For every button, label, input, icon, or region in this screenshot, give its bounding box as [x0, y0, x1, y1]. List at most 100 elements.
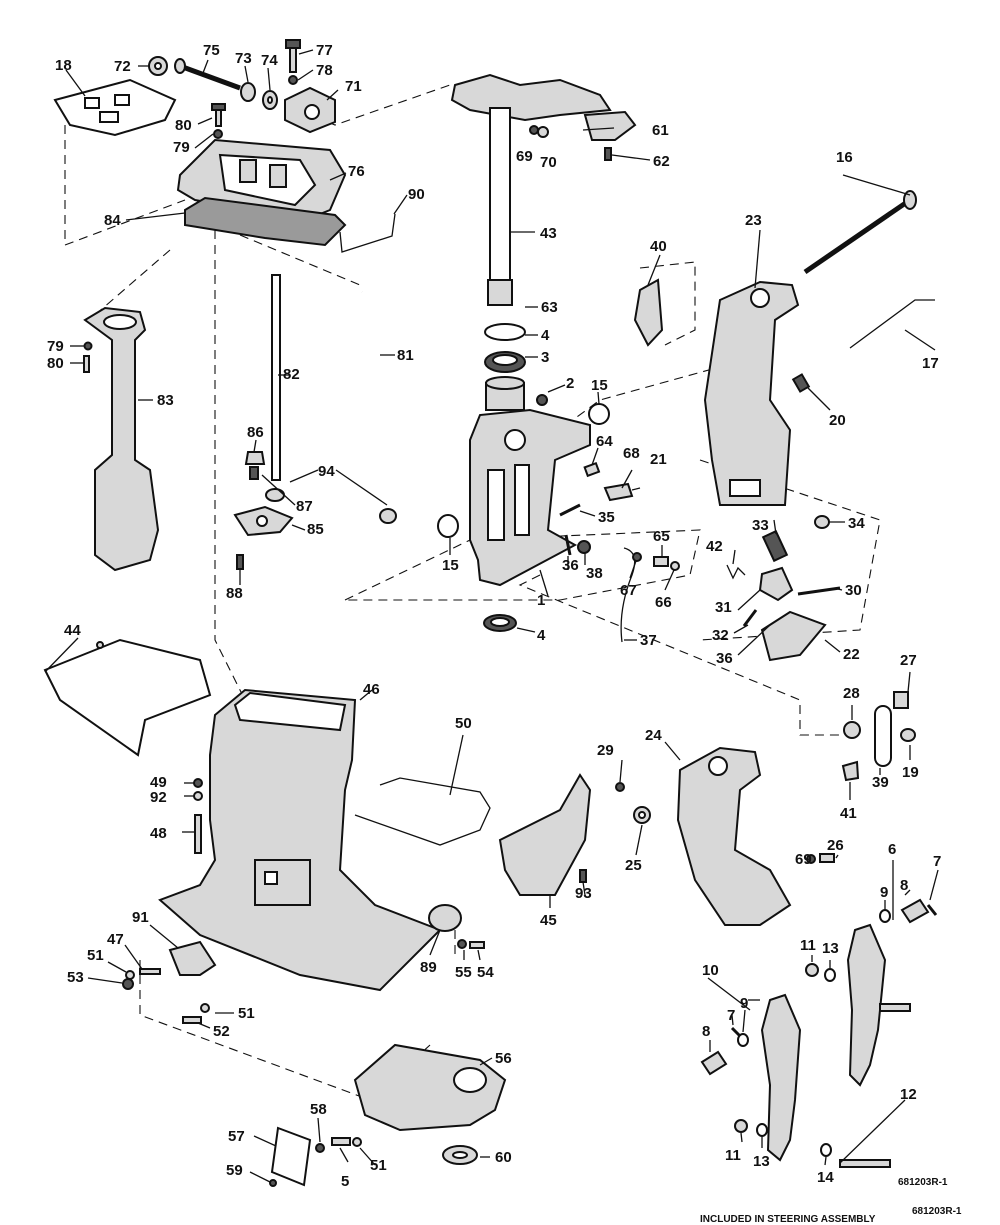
callout-80-upper: 80	[175, 117, 192, 134]
part-57-plate	[270, 1126, 312, 1187]
callout-51-c: 51	[370, 1157, 387, 1174]
callout-69-upper: 69	[516, 148, 533, 165]
part-51-washer-a	[125, 970, 135, 980]
drawing-number: 681203R-1	[898, 1177, 948, 1188]
callout-55: 55	[455, 964, 472, 981]
callout-2: 2	[566, 375, 574, 392]
callout-27: 27	[900, 652, 917, 669]
callout-9-right: 9	[880, 884, 888, 901]
part-2-fitting	[536, 394, 548, 406]
callout-92: 92	[150, 789, 167, 806]
callout-87: 87	[296, 498, 313, 515]
part-92-washer	[193, 791, 203, 801]
callout-29: 29	[597, 742, 614, 759]
part-7-pin-left	[730, 1026, 742, 1038]
part-52-bolt	[182, 1016, 202, 1024]
part-46-exhaust-housing	[158, 688, 442, 992]
part-51-washer-b	[200, 1003, 210, 1013]
callout-85: 85	[307, 521, 324, 538]
callout-59: 59	[226, 1162, 243, 1179]
part-40-lever	[633, 278, 664, 347]
part-75-long-bolt	[174, 58, 241, 91]
part-13-washer-upper	[824, 968, 836, 982]
callout-9-left: 9	[740, 995, 748, 1012]
callout-13-upper: 13	[822, 940, 839, 957]
part-42-clip	[726, 564, 746, 580]
callout-43: 43	[540, 225, 557, 242]
part-65-spring	[653, 556, 669, 567]
callout-15-left: 15	[442, 557, 459, 574]
callout-86: 86	[247, 424, 264, 441]
callout-25: 25	[625, 857, 642, 874]
callout-52: 52	[213, 1023, 230, 1040]
part-91-lower-mount	[168, 940, 217, 976]
part-66-nut	[670, 561, 680, 571]
drawing-number-corner: 681203R-1	[912, 1206, 962, 1217]
part-31-cam	[758, 566, 794, 602]
callout-28: 28	[843, 685, 860, 702]
callout-79-upper: 79	[173, 139, 190, 156]
part-93-screw	[579, 869, 587, 883]
callout-78: 78	[316, 62, 333, 79]
part-35-pin	[559, 503, 581, 517]
callout-35: 35	[598, 509, 615, 526]
callout-37: 37	[640, 632, 657, 649]
callout-36-lower: 36	[716, 650, 733, 667]
part-86-nut	[244, 451, 266, 465]
part-70-nut	[537, 126, 549, 138]
part-8-handle-right	[900, 898, 930, 924]
callout-22: 22	[843, 646, 860, 663]
callout-31: 31	[715, 599, 732, 616]
part-55-washer	[457, 939, 467, 949]
callout-57: 57	[228, 1128, 245, 1145]
callout-83: 83	[157, 392, 174, 409]
part-67-clip	[632, 552, 642, 562]
part-6-clamp-right	[846, 923, 887, 1087]
callout-7-right: 7	[933, 853, 941, 870]
callout-65: 65	[653, 528, 670, 545]
part-23-clamp-bracket	[703, 280, 800, 506]
callout-38: 38	[586, 565, 603, 582]
part-44-cover	[43, 638, 212, 757]
callout-4-upper: 4	[541, 327, 550, 344]
part-80-screw-upper	[211, 103, 226, 127]
part-53-nut	[122, 978, 134, 990]
part-5-bolt	[331, 1137, 351, 1146]
part-17-rod	[849, 299, 935, 349]
part-48-bolt	[194, 814, 202, 854]
callout-67: 67	[620, 582, 637, 599]
callout-15-right: 15	[591, 377, 608, 394]
callout-8-left: 8	[702, 1023, 710, 1040]
callout-79-lower: 79	[47, 338, 64, 355]
callout-4-lower: 4	[537, 627, 546, 644]
callout-61: 61	[652, 122, 669, 139]
callout-18: 18	[55, 57, 72, 74]
part-43-steering-arm	[450, 73, 612, 306]
callout-48: 48	[150, 825, 167, 842]
callout-71: 71	[345, 78, 362, 95]
callout-58: 58	[310, 1101, 327, 1118]
part-68-plunger	[603, 482, 634, 502]
part-34-cap	[814, 515, 830, 529]
callout-60: 60	[495, 1149, 512, 1166]
part-15-washer-left	[437, 514, 459, 538]
callout-50: 50	[455, 715, 472, 732]
part-39-link	[874, 705, 892, 767]
callout-88: 88	[226, 585, 243, 602]
leader-lines	[44, 49, 939, 1183]
part-62-screw	[604, 147, 612, 161]
callout-62: 62	[653, 153, 670, 170]
callout-19: 19	[902, 764, 919, 781]
callout-11-upper: 11	[800, 937, 816, 954]
callout-93: 93	[575, 885, 592, 902]
callout-45: 45	[540, 912, 557, 929]
callout-30: 30	[845, 582, 862, 599]
part-30-pin	[797, 586, 841, 596]
part-9-washer-right	[879, 909, 891, 923]
callout-32: 32	[712, 627, 729, 644]
part-4-seal-upper	[484, 351, 526, 373]
callout-16: 16	[836, 149, 853, 166]
part-33-spring	[761, 529, 789, 563]
part-77-screw	[285, 39, 301, 73]
part-29-nut	[615, 782, 625, 792]
